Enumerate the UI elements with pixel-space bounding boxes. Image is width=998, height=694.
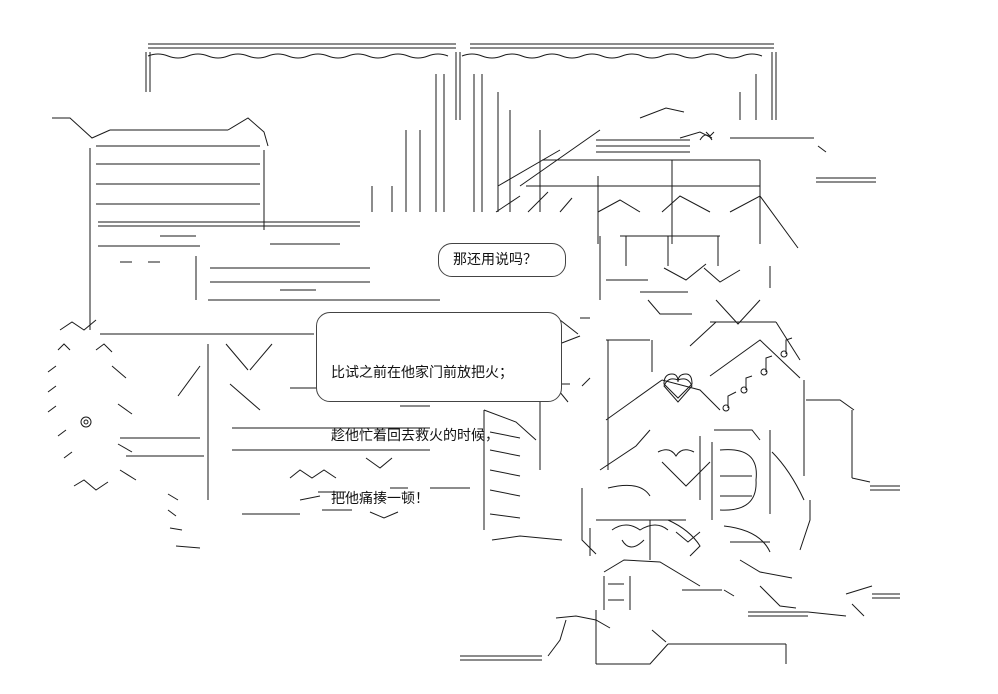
speech-text-short: 那还用说吗？: [453, 251, 537, 268]
left-house: [52, 117, 470, 515]
top-banner-right: [455, 43, 777, 120]
speech-line-1: 比试之前在他家门前放把火；: [331, 365, 513, 381]
speech-bubble-long: 比试之前在他家门前放把火； 趁他忙着回去救火的时候， 把他痛揍一顿！: [316, 312, 562, 507]
right-building: [495, 107, 876, 325]
heart-and-notes: [663, 337, 793, 412]
speech-bubble-short: 那还用说吗？: [438, 243, 566, 277]
speech-line-3: 把他痛揍一顿！: [331, 491, 429, 507]
decor-lines-left: [96, 145, 430, 457]
top-banner-left: [145, 43, 456, 92]
grass-cluster: [47, 319, 399, 549]
middle-pillars: [371, 74, 757, 212]
mascot-figure: [460, 339, 900, 665]
shrine-frame: [553, 317, 801, 471]
speech-line-2: 趁他忙着回去救火的时候，: [331, 428, 499, 444]
